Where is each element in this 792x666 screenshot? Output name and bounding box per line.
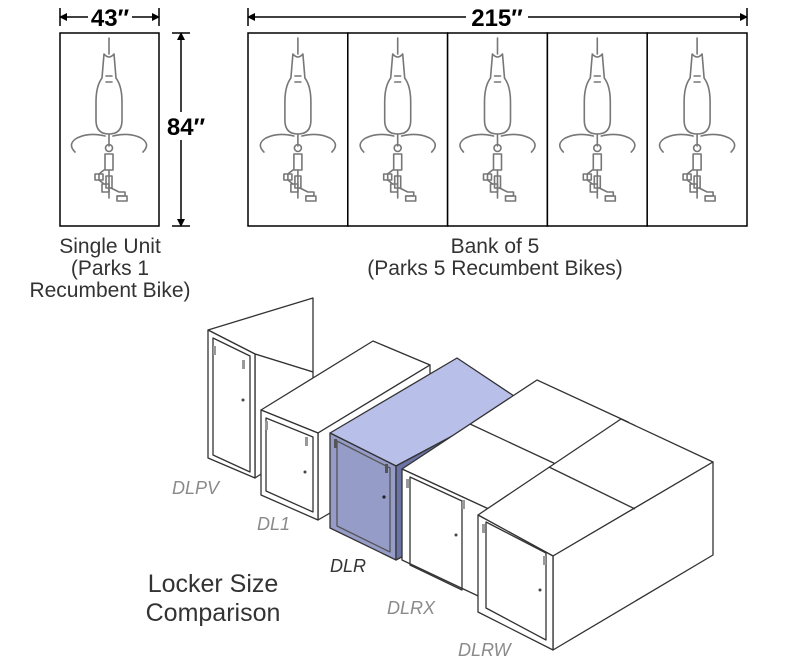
comparison-title-line2: Comparison [145, 599, 281, 627]
bank-of-5-plan [247, 32, 748, 227]
locker-dlrw [477, 418, 714, 651]
single-width-label: 43″ [91, 5, 130, 32]
single-width-dimension [59, 4, 160, 30]
bank-caption-line1: Bank of 5 [450, 235, 540, 258]
single-unit-caption-line2: (Parks 1 [70, 257, 150, 280]
single-height-label: 84″ [167, 114, 206, 141]
model-label-dlrw: DLRW [458, 640, 511, 660]
single-height-dimension [166, 32, 210, 227]
model-label-dlrx: DLRX [387, 598, 436, 618]
model-label-dlr: DLR [330, 556, 367, 576]
locker-lineup [207, 297, 714, 651]
model-label-dlpv: DLPV [172, 478, 220, 498]
single-unit-caption: Single Unit (Parks 1 Recumbent Bike) [20, 236, 200, 302]
single-unit-caption-line3: Recumbent Bike) [29, 279, 191, 302]
single-unit-caption-line1: Single Unit [59, 235, 161, 258]
bank-caption-line2: (Parks 5 Recumbent Bikes) [367, 257, 623, 280]
bank-width-label: 215″ [471, 5, 523, 32]
comparison-title-line1: Locker Size [147, 570, 279, 598]
bank-width-dimension [247, 4, 748, 30]
comparison-title: Locker Size Comparison [128, 570, 298, 628]
single-unit-plan [59, 32, 160, 227]
model-label-dl1: DL1 [257, 514, 291, 534]
bank-caption: Bank of 5 (Parks 5 Recumbent Bikes) [310, 236, 680, 280]
